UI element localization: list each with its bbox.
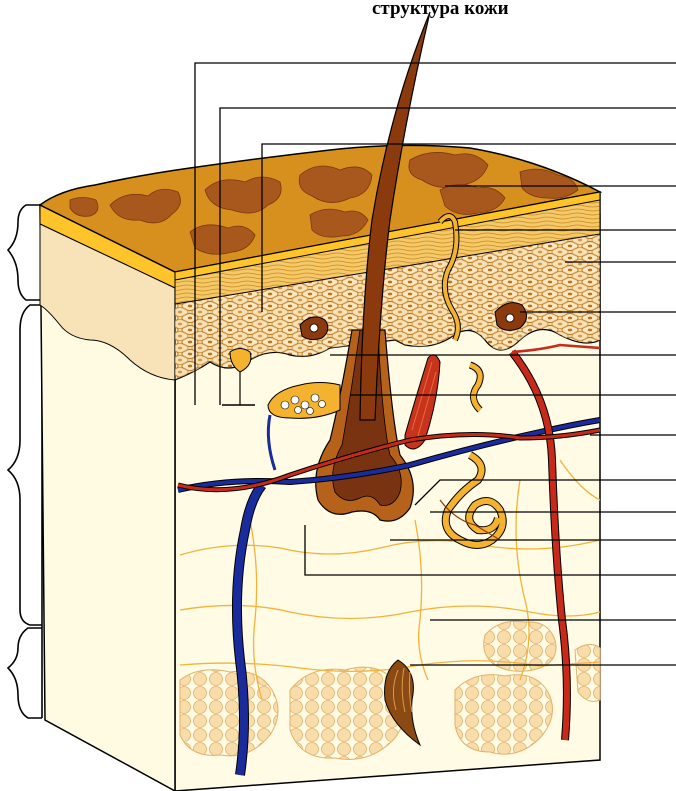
- layer-bracket: [8, 205, 42, 718]
